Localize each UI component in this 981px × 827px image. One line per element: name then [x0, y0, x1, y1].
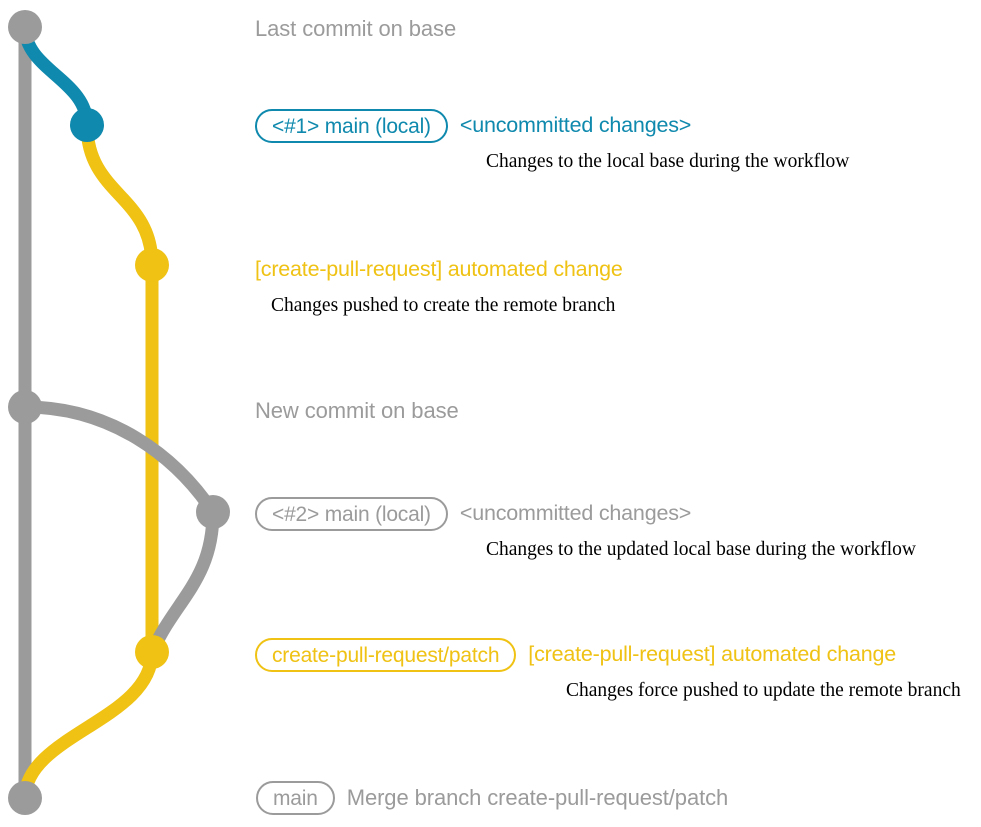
node-remote-commit-2 [135, 635, 169, 669]
node-merge-commit [8, 781, 42, 815]
commit-row-automated-change-update: create-pull-request/patch [create-pull-r… [0, 638, 981, 701]
node-remote-commit-1 [135, 248, 169, 282]
edge-basenew-to-local2 [18, 400, 220, 519]
commit-row-automated-change-create: [create-pull-request] automated change C… [0, 253, 981, 316]
edge-local1-to-remote1 [80, 118, 159, 272]
commit-title-last-commit-on-base: Last commit on base [255, 16, 457, 41]
commit-description-local-main-1: Changes to the local base during the wor… [486, 151, 850, 172]
edge-local2-to-remote2 [145, 505, 220, 659]
commit-row-new-commit-on-base: New commit on base [0, 394, 981, 428]
commit-title-automated-change-create: [create-pull-request] automated change [255, 257, 623, 282]
branch-badge-create-pull-request-patch[interactable]: create-pull-request/patch [255, 638, 517, 672]
branch-badge-local-main-2[interactable]: <#2> main (local) [255, 497, 448, 531]
branch-badge-main[interactable]: main [256, 781, 335, 815]
branch-badge-local-main-1[interactable]: <#1> main (local) [255, 109, 448, 143]
commit-title-merge-main: Merge branch create-pull-request/patch [346, 785, 729, 810]
commit-row-local-main-1: <#1> main (local) <uncommitted changes> … [0, 109, 981, 172]
node-local-commit-2 [196, 495, 230, 529]
commit-row-local-main-2: <#2> main (local) <uncommitted changes> … [0, 497, 981, 560]
edge-remote2-to-merge [18, 645, 159, 805]
commit-description-automated-change-create: Changes pushed to create the remote bran… [271, 295, 616, 316]
commit-row-last-commit-on-base: Last commit on base [0, 12, 981, 46]
commit-description-automated-change-update: Changes force pushed to update the remot… [566, 680, 961, 701]
commit-description-local-main-2: Changes to the updated local base during… [486, 539, 916, 560]
node-base-head [8, 10, 42, 44]
node-local-commit-1 [70, 108, 104, 142]
commit-title-local-main-1: <uncommitted changes> [459, 113, 692, 138]
commit-title-automated-change-update: [create-pull-request] automated change [528, 642, 896, 667]
node-base-new [8, 390, 42, 424]
commit-title-new-commit-on-base: New commit on base [255, 398, 459, 423]
commit-title-local-main-2: <uncommitted changes> [459, 501, 692, 526]
commit-row-merge-main: main Merge branch create-pull-request/pa… [0, 781, 981, 815]
